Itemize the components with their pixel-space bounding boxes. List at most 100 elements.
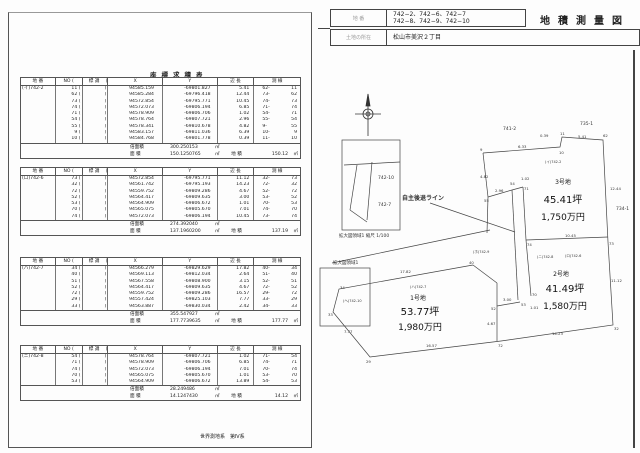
point-label: 55: [484, 198, 489, 203]
y-cell: -69801.778: [163, 136, 218, 143]
line-from: 53-: [262, 372, 270, 378]
y-cell: -69829.629: [163, 266, 218, 273]
side-length-cell: 6.85: [218, 360, 255, 367]
x-cell: 94569.113: [108, 272, 163, 279]
x-cell: 94578.909: [108, 111, 163, 118]
x-cell: 94584.768: [108, 136, 163, 143]
y-cell: -69795.771: [163, 98, 218, 105]
unit: ㎡: [293, 319, 298, 325]
length-label: 4.82: [480, 174, 489, 179]
line-to: 11: [291, 86, 298, 91]
y-cell: -69795.193: [163, 182, 218, 189]
unit: ㎡: [293, 394, 298, 400]
x-cell: 94565.075: [108, 207, 163, 214]
line-to: 62: [291, 92, 298, 98]
survey-line-cell: 11-10: [254, 136, 300, 142]
line-to: 54: [291, 117, 298, 123]
survey-line-cell: 72-32: [254, 182, 300, 188]
line-to: 73: [291, 176, 298, 181]
plot-price: 1,980万円: [398, 322, 442, 333]
header-cell: Y: [163, 168, 218, 175]
survey-line-cell: 53-52: [254, 195, 300, 201]
survey-line-cell: 29-72: [254, 291, 300, 297]
x-cell: 94572.073: [108, 213, 163, 221]
coordinate-panel: [8, 12, 312, 448]
parcel-lines: [319, 136, 614, 358]
side-length-cell: 7.01: [218, 366, 255, 373]
inset-caption: 拡大図領域1 縮尺 1/100: [339, 232, 389, 239]
y-cell: -69795.771: [163, 176, 218, 183]
line-to: 40: [291, 272, 298, 278]
marker-cell: [83, 278, 109, 285]
point-label: 52: [491, 306, 496, 311]
side-length-cell: 2.96: [218, 117, 255, 124]
double-area-value: 28.249486: [170, 387, 195, 393]
side-length-cell: 3.15: [218, 278, 255, 285]
marker-cell: [83, 194, 109, 202]
y-cell: -69811.036: [163, 130, 218, 137]
header-cell: 標 識: [83, 258, 109, 265]
x-cell: 94561.742: [108, 182, 163, 189]
header-cell: 辺 長: [218, 78, 255, 85]
plot-name: 3号地: [555, 178, 571, 186]
length-label: 10.45: [565, 233, 576, 238]
line-from: 52-: [262, 188, 270, 194]
length-label: 17.82: [400, 269, 411, 274]
y-cell: -69805.670: [163, 207, 218, 214]
unit: ㎡: [215, 394, 220, 400]
marker-cell: [83, 92, 109, 99]
survey-line-cell: 71-54: [254, 354, 300, 360]
table-header: 地 番NO標 識XY辺 長測 線: [21, 78, 300, 86]
x-cell: 94578.764: [108, 354, 163, 361]
marker-cell: [83, 354, 109, 361]
unit: ㎡: [215, 222, 220, 228]
inset-lot-label: 742-7: [378, 202, 391, 208]
lot-numbers-line2: 742−8、742−9、742−10: [393, 18, 470, 25]
y-cell: -69806.194: [163, 104, 218, 112]
length-label: 1.02: [521, 176, 530, 181]
double-area-label: 倍面積: [130, 222, 144, 228]
header-cell: X: [108, 168, 163, 175]
side-length-cell: 1.02: [218, 111, 255, 118]
line-to: 70: [291, 207, 298, 213]
side-length-cell: 1.02: [218, 354, 255, 361]
unit: ㎡: [293, 229, 298, 235]
length-label: 12.44: [610, 186, 621, 191]
coordinate-table-1: 地 番NO標 識XY辺 長測 線(イ)742-21194585.159-6980…: [20, 77, 301, 159]
line-from: 29-: [262, 291, 270, 297]
point-label: 71: [524, 186, 529, 191]
header-cell: Y: [163, 78, 218, 85]
double-area-value: 355.547927: [170, 312, 198, 318]
x-cell: 94557.424: [108, 297, 163, 304]
marker-cell: [83, 111, 109, 118]
point-label: 33: [328, 312, 333, 317]
line-from: 34-: [262, 303, 270, 309]
line-from: 53-: [262, 194, 270, 200]
chiseki-label: 地 積: [231, 394, 242, 400]
point-labels: 9 10 11 62 55 54 71 73 74 32 72 29 34 33…: [328, 131, 619, 364]
document-title: 地積測量図: [540, 16, 630, 27]
marker-cell: [83, 297, 109, 304]
y-cell: -69808.900: [163, 278, 218, 285]
side-length-cell: 6.39: [218, 130, 255, 137]
marker-cell: [83, 104, 109, 112]
coordinate-table-2: 地 番NO標 識XY辺 長測 線(ロ)742-67394572.854-6979…: [20, 167, 301, 237]
line-to: 52: [291, 284, 298, 290]
area-value: 14.1247430: [170, 394, 198, 400]
y-cell: -69810.678: [163, 123, 218, 131]
x-cell: 94566.279: [108, 266, 163, 273]
x-cell: 94578.341: [108, 123, 163, 131]
